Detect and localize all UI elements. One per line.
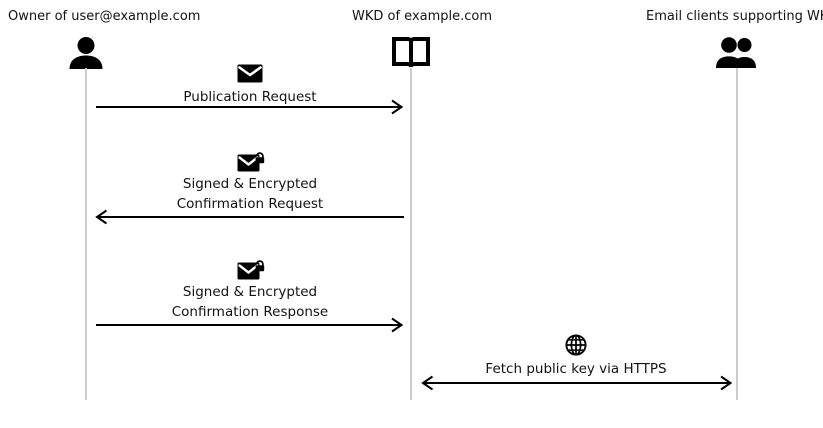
message-arrow-publication-request (96, 99, 404, 115)
actor-title-owner: Owner of user@example.com (8, 9, 201, 24)
actor-title-clients: Email clients supporting WKS (646, 9, 823, 24)
message-line: Confirmation Request (176, 196, 324, 212)
lifeline-clients (736, 68, 738, 400)
envelope-icon (236, 62, 264, 84)
message-arrow-fetch-public-key (421, 375, 733, 391)
message-line: Fetch public key via HTTPS (485, 361, 667, 377)
message-line: Signed & Encrypted (182, 284, 318, 300)
message-arrow-confirmation-request (95, 209, 404, 225)
message-label-confirmation-request: Signed & Encrypted Confirmation Request (100, 174, 400, 214)
people-icon (709, 31, 765, 75)
message-arrow-confirmation-response (96, 317, 404, 333)
message-line: Publication Request (183, 89, 317, 105)
lifeline-wkd (410, 68, 412, 400)
person-icon (58, 31, 114, 75)
message-label-publication-request: Publication Request (100, 87, 400, 107)
message-line: Confirmation Response (171, 304, 329, 320)
message-label-confirmation-response: Signed & Encrypted Confirmation Response (100, 282, 400, 322)
message-line: Signed & Encrypted (182, 176, 318, 192)
globe-icon (563, 334, 589, 356)
lifeline-owner (85, 68, 87, 400)
envelope-lock-icon (236, 258, 266, 282)
actor-title-wkd: WKD of example.com (352, 9, 493, 24)
book-icon (383, 31, 439, 75)
message-label-fetch-public-key: Fetch public key via HTTPS (426, 359, 726, 379)
envelope-lock-icon (236, 150, 266, 174)
